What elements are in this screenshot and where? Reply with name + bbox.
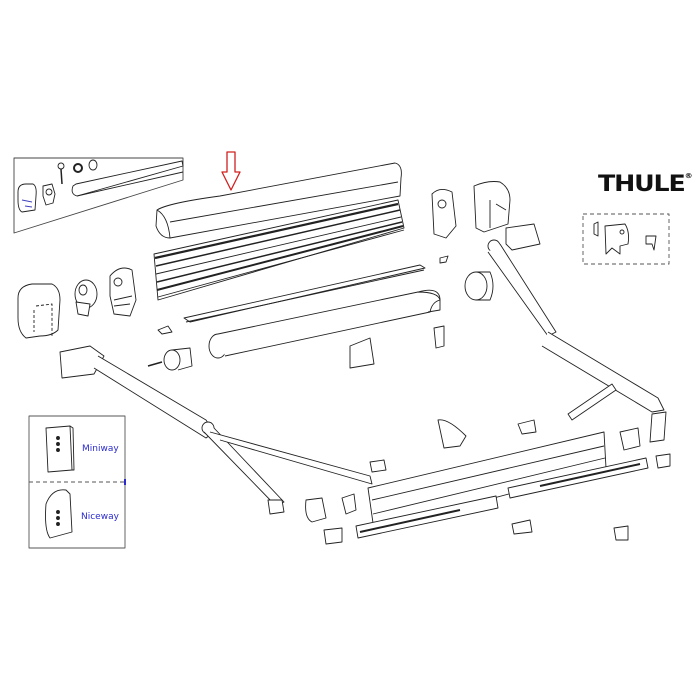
- inset-hook: [645, 235, 657, 251]
- case-profile: [153, 199, 405, 301]
- inset-plate: [604, 223, 630, 255]
- left-motor-housing: [109, 267, 137, 317]
- support-legs: [305, 411, 671, 545]
- right-lead-rail-slide: [507, 457, 649, 499]
- miniway-remote-icon: [45, 425, 75, 473]
- right-motor-housing: [431, 189, 457, 239]
- clips: [157, 255, 449, 349]
- highlight-arrow: [221, 151, 241, 191]
- inset-ring: [88, 159, 98, 171]
- inset-top-right: [582, 213, 670, 265]
- miniway-label: Miniway: [82, 444, 119, 454]
- inset-clip: [593, 221, 599, 237]
- inset-nut: [73, 163, 83, 173]
- thule-logo: THULE®: [598, 172, 693, 197]
- right-end-cap: [473, 181, 511, 233]
- roller-tube-with-fabric: [208, 289, 441, 359]
- left-lead-rail-slide: [355, 495, 499, 539]
- inset-end-cap: [17, 183, 37, 213]
- left-gear: [74, 279, 98, 317]
- inset-screw: [57, 162, 65, 185]
- front-cover-profile: [155, 162, 402, 239]
- inset-roller-tube: [71, 160, 184, 197]
- brand-name: THULE: [598, 172, 686, 197]
- right-gear: [464, 271, 494, 301]
- left-spring-gear: [147, 347, 193, 371]
- inset-top-left: [13, 157, 184, 234]
- niceway-remote-icon: [45, 489, 73, 539]
- inset-remotes: [28, 415, 126, 549]
- right-arm: [487, 223, 665, 421]
- left-end-cap: [17, 283, 61, 339]
- inset-bracket: [42, 183, 56, 206]
- fabric-strip: [183, 264, 426, 323]
- niceway-label: Niceway: [81, 512, 119, 522]
- registered-mark: ®: [684, 172, 693, 180]
- left-arm: [59, 345, 373, 515]
- center-bracket: [349, 337, 375, 369]
